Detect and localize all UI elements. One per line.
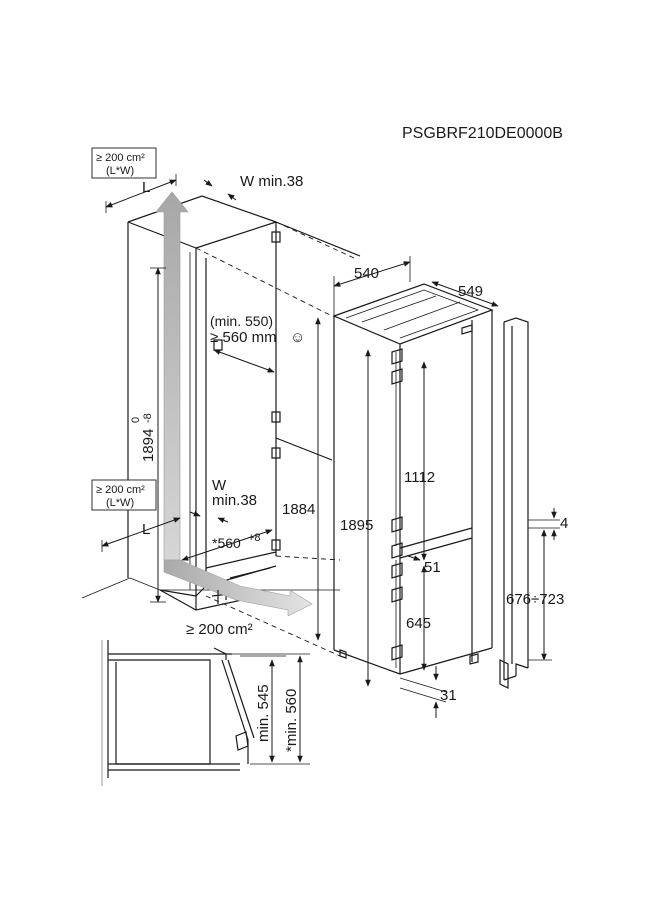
- top-area-text: ≥ 200 cm²: [96, 152, 145, 164]
- appliance-height-1884: 1884: [282, 317, 321, 641]
- niche-width-label: *560: [212, 535, 241, 551]
- lower-door-645: 645: [406, 565, 431, 671]
- floor-ventilation: ≥ 200 cm²: [186, 590, 253, 638]
- niche-width-dimension: *560 +8: [181, 529, 273, 561]
- rail-range-label: 676÷723: [506, 591, 564, 608]
- upper-door-label: 1112: [404, 469, 435, 486]
- rail-gap-label: 4: [560, 515, 568, 532]
- door-rail: [499, 317, 529, 689]
- model-code: PSGBRF210DE0000B: [402, 125, 563, 142]
- smiley-icon: ☺: [290, 329, 305, 346]
- bottom-area-sub: (L*W): [106, 497, 134, 509]
- niche-depth-min: (min. 550): [210, 313, 273, 329]
- niche-height-dimension: 1894 0 -8: [130, 267, 166, 603]
- top-W-dimension: W min.38: [203, 173, 303, 201]
- rail-gap-4: 4: [528, 508, 568, 540]
- door-gap-51: 51: [407, 555, 441, 576]
- appliance-width-label: 540: [354, 265, 379, 282]
- rail-range: 676÷723: [506, 529, 564, 661]
- appliance-width-540: 540: [333, 256, 411, 316]
- bottom-L-dimension: L: [101, 517, 181, 552]
- bottom-offset-31: 31: [399, 666, 457, 718]
- niche-depth-dimension: (min. 550) ≥ 560 mm ☺: [210, 313, 305, 373]
- appliance-depth-549: 549: [431, 281, 499, 307]
- plinth-min-545: min. 545: [255, 684, 272, 742]
- niche-height-tol-upper: 0: [130, 417, 142, 423]
- bottom-W-label: W: [212, 477, 227, 494]
- lower-door-label: 645: [406, 615, 431, 632]
- bottom-L-label: L: [142, 521, 150, 538]
- floor-area-label: ≥ 200 cm²: [186, 621, 253, 638]
- door-gap-label: 51: [424, 559, 441, 576]
- bottom-area-text: ≥ 200 cm²: [96, 484, 145, 496]
- appliance-body: [332, 283, 494, 675]
- top-W-label: W min.38: [240, 173, 303, 190]
- bottom-offset-label: 31: [440, 687, 457, 704]
- top-L-label: L: [142, 179, 150, 196]
- top-L-dimension: L: [105, 174, 177, 213]
- bottom-ventilation-label: ≥ 200 cm² (L*W): [91, 479, 157, 511]
- niche-width-tol: +8: [248, 532, 261, 544]
- appliance-depth-label: 549: [458, 283, 483, 300]
- appliance-height-1895: 1895: [340, 349, 373, 687]
- top-area-sub: (L*W): [106, 165, 134, 177]
- plinth-min-560: *min. 560: [283, 689, 300, 752]
- upper-door-1112: 1112: [404, 361, 435, 561]
- plinth-detail: min. 545 *min. 560: [101, 640, 310, 786]
- appliance-height-1884-label: 1884: [282, 501, 315, 518]
- niche-height-label: 1894: [140, 429, 157, 462]
- top-ventilation-label: ≥ 200 cm² (L*W): [91, 147, 157, 179]
- bottom-W-min: min.38: [212, 492, 257, 509]
- appliance-height-1895-label: 1895: [340, 517, 373, 534]
- airflow-arrow-icon: [155, 191, 313, 617]
- niche-depth-label: ≥ 560 mm: [210, 329, 277, 346]
- bottom-W-dimension: W min.38: [189, 477, 257, 523]
- niche-height-tol-lower: -8: [142, 413, 154, 423]
